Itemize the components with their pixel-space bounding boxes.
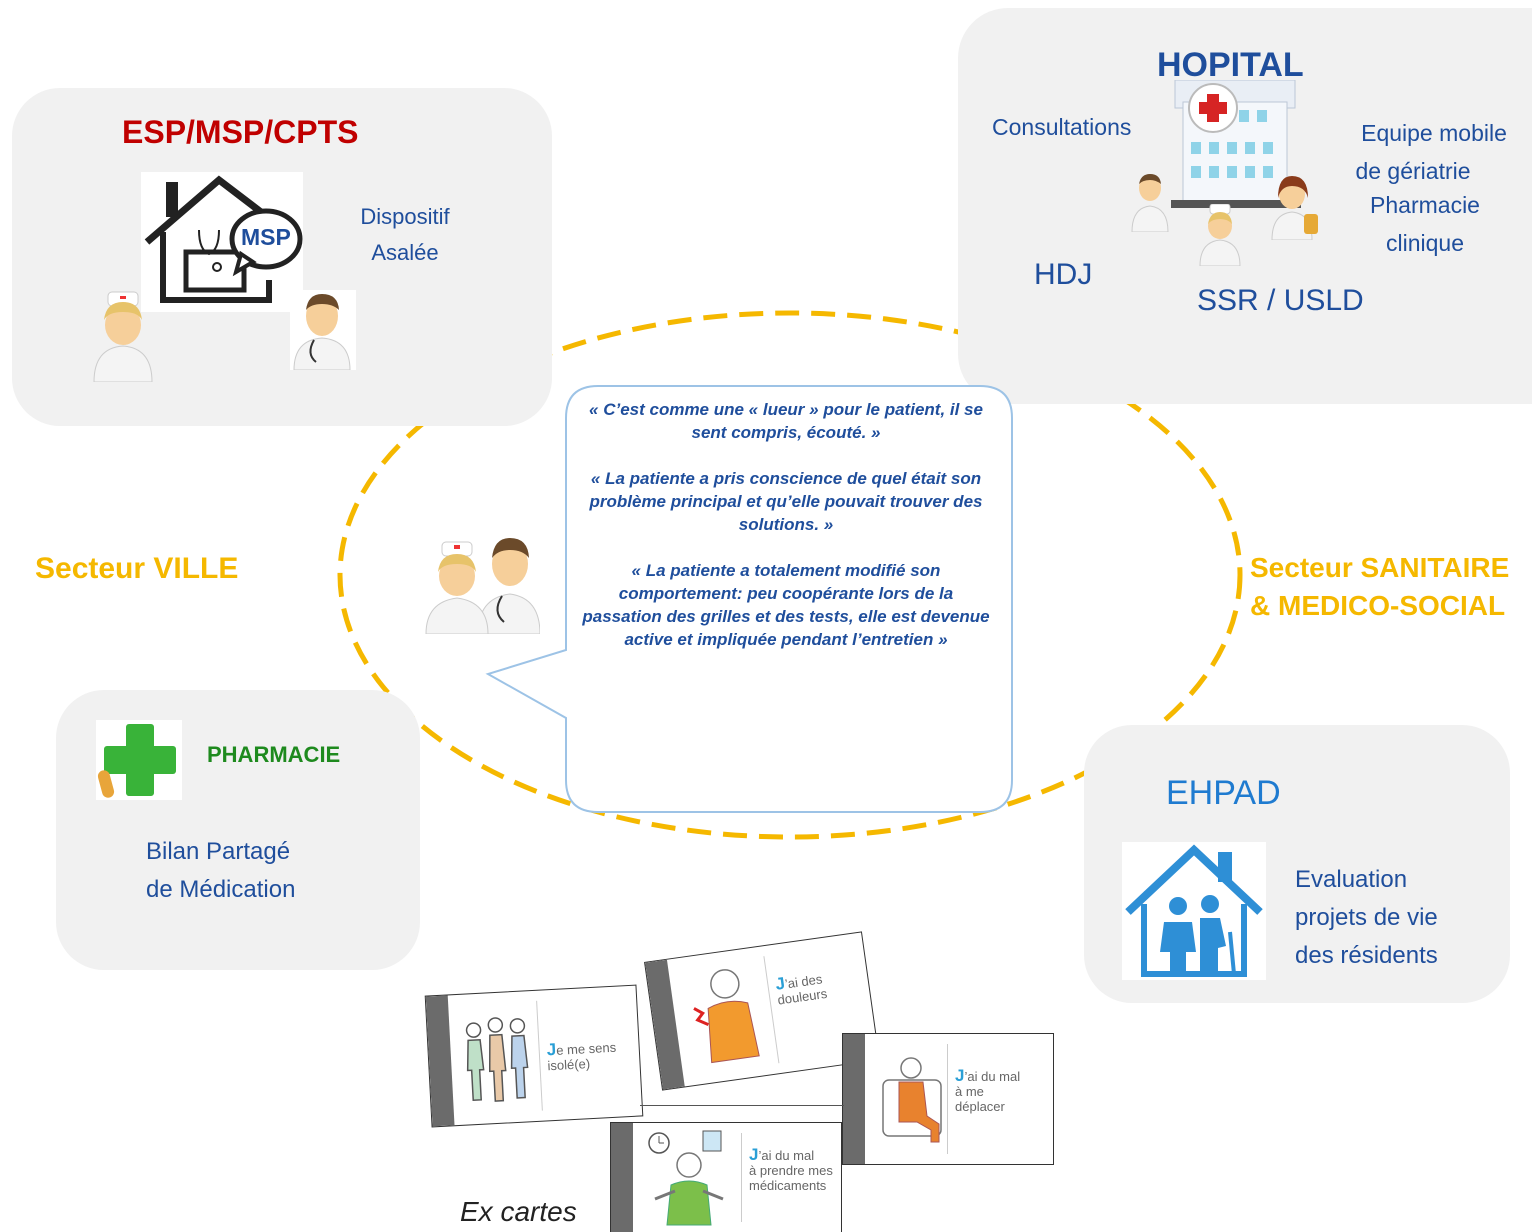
msp-logo-text: MSP — [241, 224, 291, 250]
ehpad-title: EHPAD — [1166, 774, 1281, 812]
secteur-ville-label: Secteur VILLE — [35, 552, 239, 585]
woman-pain-illustration — [693, 969, 760, 1064]
card-text: ’ai des douleurs — [776, 971, 829, 1008]
card-bar — [843, 1034, 865, 1164]
card-bar — [611, 1123, 633, 1232]
evaluation-label-line3: des résidents — [1295, 942, 1438, 969]
equipe-label-line2: de gériatrie — [1355, 158, 1471, 184]
card-douleurs-text: J’ai des douleurs — [774, 970, 829, 1008]
card-letter: J — [955, 1066, 965, 1085]
evaluation-label-line2: projets de vie — [1295, 904, 1438, 931]
card-text: ’ai du mal à prendre mes médicaments — [749, 1148, 833, 1193]
speech-bubble — [485, 385, 1013, 813]
quote-2: « La patiente a pris conscience de quel … — [589, 469, 983, 534]
card-bar — [425, 995, 455, 1127]
man-chair-illustration — [882, 1057, 942, 1143]
card-deplacer-text: J’ai du mal à me déplacer — [955, 1066, 1021, 1114]
card-medicaments: J’ai du mal à prendre mes médicaments — [610, 1122, 842, 1232]
pharmacie-title: PHARMACIE — [207, 742, 341, 767]
dispositif-label-line1: Dispositif — [360, 204, 450, 229]
card-divider — [741, 1133, 742, 1222]
group-people-illustration — [465, 1017, 529, 1102]
nurse-doctor-pair-icon — [425, 538, 540, 634]
card-deplacer: J’ai du mal à me déplacer — [842, 1033, 1054, 1165]
card-isole-text: Je me sens isolé(e) — [546, 1039, 617, 1074]
nurse-icon — [93, 291, 153, 382]
ssr-label: SSR / USLD — [1197, 284, 1364, 317]
evaluation-label-line1: Evaluation — [1295, 866, 1408, 893]
pharmacie-clinique-line2: clinique — [1386, 230, 1464, 256]
bilan-label-line2: de Médication — [146, 876, 296, 903]
card-douleurs: J’ai des douleurs 1 — [644, 931, 880, 1091]
cards-caption: Ex cartes — [460, 1196, 577, 1227]
hdj-label: HDJ — [1034, 258, 1093, 291]
doctor-icon — [290, 290, 356, 370]
hospital-doctor-icon — [1131, 174, 1169, 232]
quote-1: « C’est comme une « lueur » pour le pati… — [589, 400, 983, 442]
card-text: e me sens isolé(e) — [547, 1039, 617, 1074]
hospital-nurse-icon — [1199, 204, 1241, 266]
card-medicaments-text: J’ai du mal à prendre mes médicaments — [749, 1145, 833, 1193]
pharmacie-clinique-line1: Pharmacie — [1370, 192, 1480, 218]
card-text: ’ai du mal à me déplacer — [955, 1069, 1021, 1114]
testimonial-quotes: « C’est comme une « lueur » pour le pati… — [580, 398, 992, 674]
secteur-sanitaire-line1: Secteur SANITAIRE — [1250, 552, 1510, 583]
pharmacist-icon — [1271, 176, 1318, 240]
card-connector-line — [640, 1105, 844, 1106]
secteur-sanitaire-line2: & MEDICO-SOCIAL — [1250, 590, 1506, 621]
quote-3: « La patiente a totalement modifié son c… — [582, 561, 990, 649]
card-divider — [947, 1044, 948, 1154]
consultations-label: Consultations — [992, 114, 1132, 140]
msp-house-icon — [141, 172, 303, 312]
hopital-title: HOPITAL — [1157, 46, 1304, 84]
woman-medication-illustration — [648, 1130, 724, 1226]
esp-title: ESP/MSP/CPTS — [122, 114, 359, 150]
card-letter: J — [749, 1145, 759, 1164]
dispositif-label-line2: Asalée — [371, 240, 439, 265]
pharmacy-cross-icon — [96, 720, 182, 800]
hospital-building-icon — [1171, 80, 1301, 208]
card-isole: Je me sens isolé(e) — [424, 984, 644, 1128]
elderly-house-icon — [1122, 842, 1266, 980]
equipe-label-line1: Equipe mobile — [1361, 120, 1507, 146]
bilan-label-line1: Bilan Partagé — [146, 838, 291, 865]
